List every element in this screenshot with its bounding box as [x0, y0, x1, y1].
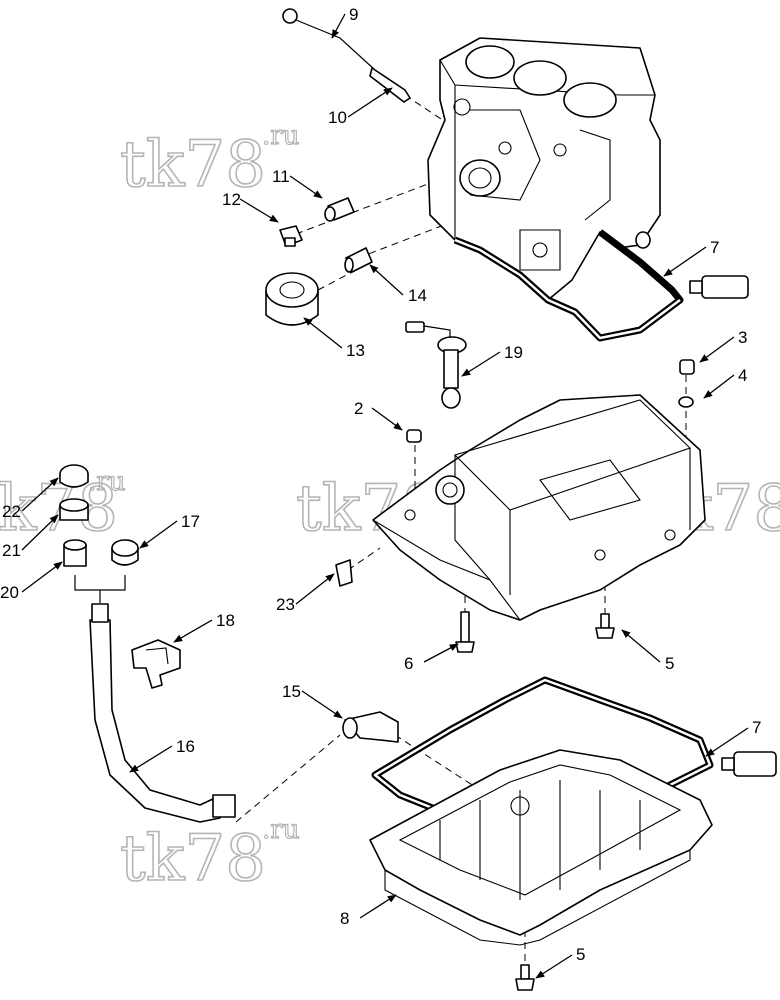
- callout-6: 6: [404, 654, 413, 673]
- callout-14: 14: [408, 286, 427, 305]
- callout-16: 16: [176, 737, 195, 756]
- upper-gasket: [453, 229, 684, 342]
- dipstick: [282, 8, 376, 71]
- leader-nut: [21, 561, 63, 593]
- callout-13: 13: [346, 341, 365, 360]
- callout-22: 22: [2, 502, 21, 521]
- svg-text:tk78: tk78: [120, 128, 266, 202]
- watermark-bottom-left: tk78 .ru: [119, 814, 300, 896]
- bolt-5-bottom: [515, 964, 535, 991]
- leader-long-bolt: [423, 643, 459, 663]
- leader-plug: [699, 336, 735, 363]
- callout-23: 23: [276, 595, 295, 614]
- long-bolt-6: [455, 611, 475, 653]
- leader-clip: [173, 619, 213, 643]
- callout-8: 8: [340, 909, 349, 928]
- watermark-mid-left: tk78 .ru: [0, 466, 126, 546]
- plug-3: [679, 359, 695, 375]
- callout-labels: 9 10 11 12 13 14 7 19 3 4 2 22 21 20 17 …: [0, 5, 761, 964]
- leader-level-sensor: [461, 351, 501, 377]
- bolt-5-mid: [595, 613, 615, 639]
- sealant-tube-lower: [721, 751, 777, 777]
- filter-nipple-14: [344, 247, 373, 273]
- engine-block: [427, 37, 661, 301]
- pressure-switch-12: [279, 225, 303, 247]
- cap-17: [111, 539, 139, 566]
- fitting-21: [59, 498, 89, 521]
- leader-oil-pan: [359, 894, 397, 919]
- callout-15: 15: [282, 682, 301, 701]
- callout-12: 12: [222, 190, 241, 209]
- callout-17: 17: [181, 512, 200, 531]
- oil-pan-8: [369, 749, 713, 946]
- plug-2: [406, 429, 422, 443]
- leader-elbow-hose: [301, 690, 343, 719]
- callout-4: 4: [738, 366, 747, 385]
- callout-3: 3: [738, 328, 747, 347]
- callout-2: 2: [354, 399, 363, 418]
- leader-filter-nipple: [369, 264, 404, 296]
- elbow-fitting-23: [335, 559, 353, 587]
- callout-18: 18: [216, 611, 235, 630]
- callout-5-mid: 5: [665, 654, 674, 673]
- dipstick-tube: [369, 67, 411, 103]
- callout-7-lower: 7: [752, 718, 761, 737]
- drain-hose-16: [89, 603, 236, 823]
- leader-bolt-mid: [621, 629, 661, 663]
- callout-10: 10: [328, 108, 347, 127]
- leader-fitting: [21, 514, 59, 551]
- o-ring-4: [678, 396, 694, 408]
- adapter-11: [324, 197, 355, 222]
- leader-drain-hose: [129, 745, 173, 773]
- callout-7-upper: 7: [710, 238, 719, 257]
- level-sensor-19: [405, 321, 467, 409]
- leader-sealant-lower: [705, 727, 749, 757]
- clip-18: [131, 639, 181, 689]
- svg-text:.ru: .ru: [88, 467, 125, 497]
- leader-cap: [139, 520, 178, 549]
- callout-9: 9: [349, 5, 358, 24]
- nut-20: [63, 539, 87, 567]
- leader-dipstick: [331, 13, 346, 39]
- callout-5-bottom: 5: [576, 945, 585, 964]
- callout-19: 19: [504, 343, 523, 362]
- callout-11: 11: [272, 167, 290, 186]
- leader-elbow-fitting: [295, 573, 335, 605]
- leader-dipstick-tube: [347, 87, 393, 118]
- elbow-hose-15: [342, 711, 399, 743]
- sealant-tube-upper: [689, 275, 749, 299]
- svg-text:tk78: tk78: [120, 822, 266, 896]
- leader-pressure-switch: [239, 198, 279, 223]
- leader-plug-pan: [371, 407, 403, 431]
- oil-filter-13: [265, 272, 319, 326]
- upper-oil-pan: [372, 394, 706, 621]
- callout-leaders: [21, 13, 749, 979]
- callout-21: 21: [2, 541, 21, 560]
- leader-sealant-upper: [663, 246, 707, 277]
- leader-adapter: [289, 175, 323, 199]
- group-bracket: [74, 575, 126, 603]
- svg-text:.ru: .ru: [262, 815, 299, 845]
- leader-cap-top: [21, 477, 59, 512]
- leader-oil-filter: [303, 317, 343, 349]
- leader-o-ring: [703, 374, 735, 399]
- leader-bolt-bottom: [535, 954, 573, 979]
- callout-20: 20: [0, 583, 19, 602]
- watermark-top-left: tk78 .ru: [119, 120, 300, 202]
- svg-text:.ru: .ru: [262, 121, 299, 151]
- cap-22: [59, 464, 89, 488]
